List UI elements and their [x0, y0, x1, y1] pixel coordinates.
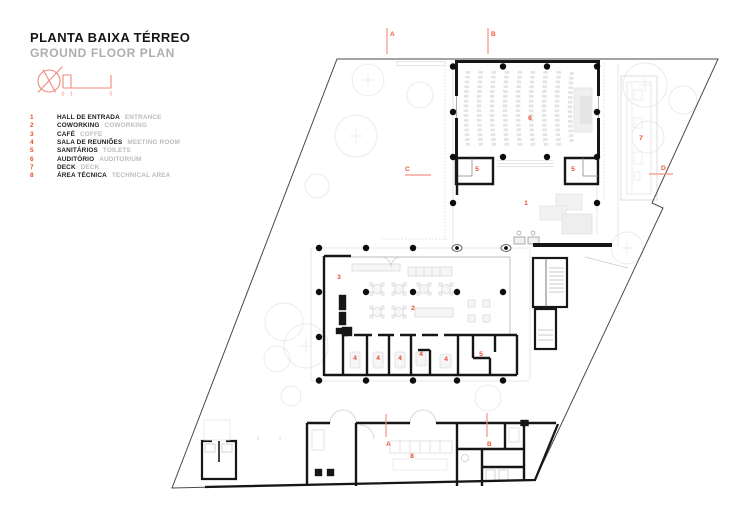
legend-num: 1	[30, 114, 34, 121]
room-label-meeting: 4	[419, 351, 423, 358]
hall-furniture	[513, 193, 593, 245]
site-boundary	[171, 58, 719, 489]
legend-row: 8 ÁREA TÉCNICA TECHNICAL AREA	[30, 172, 180, 180]
legend-name-en: ENTRANCE	[124, 114, 162, 121]
legend-row: 5 SANITÁRIOS TOILETS	[30, 147, 180, 155]
page-subtitle: GROUND FLOOR PLAN	[30, 46, 175, 60]
scale-tick-5: 5	[110, 92, 113, 98]
section-marker-a-top: A	[390, 31, 395, 38]
auditorium-seats	[463, 70, 575, 147]
scale-tick-0: 0	[62, 92, 65, 98]
legend-name-pt: SANITÁRIOS	[57, 147, 98, 155]
legend-name-en: TECHNICAL AREA	[111, 172, 171, 180]
meeting-tables	[349, 351, 452, 369]
room-label-meeting: 4	[444, 356, 448, 363]
legend-name-pt: ÁREA TÉCNICA	[57, 172, 107, 180]
hall-wall-bar	[533, 243, 612, 247]
toilet-room-right	[563, 156, 600, 186]
section-marker-d: D	[661, 165, 666, 172]
legend-num: 3	[30, 130, 34, 138]
legend: 1 HALL DE ENTRADA ENTRANCE 2 COWORKING COWOR…	[30, 114, 180, 181]
section-marker-b-bottom: B	[487, 441, 492, 448]
auditorium-steps	[497, 160, 553, 167]
legend-row: 3 CAFÉ COFFE	[30, 131, 180, 139]
section-marker-a-bottom: A	[386, 441, 391, 448]
room-label-meeting: 4	[353, 355, 357, 362]
round-table	[391, 305, 407, 319]
round-table	[416, 282, 432, 296]
legend-name-pt: CAFÉ	[57, 130, 75, 138]
page-title: PLANTA BAIXA TÉRREO	[30, 30, 191, 45]
setback-dashed-lines	[381, 62, 605, 240]
coworking-furniture	[351, 263, 491, 323]
legend-row: 4 SALA DE REUNIÕES MEETING ROOM	[30, 139, 180, 147]
room-label-hall: 1	[524, 200, 528, 207]
legend-num: 4	[30, 139, 34, 147]
faint-ref-2: 2	[257, 436, 260, 442]
legend-name-pt: COWORKING	[57, 122, 100, 130]
legend-num: 6	[30, 155, 34, 163]
room-labels: 1 2 3 4 4 4 4 4 5 5 5 6 7 8 2 1	[257, 115, 644, 460]
room-label-auditorium: 6	[528, 115, 532, 122]
room-label-technical: 8	[410, 453, 414, 460]
legend-name-pt: DECK	[57, 164, 76, 172]
section-markers: A B A B C D	[385, 28, 673, 448]
room-label-deck: 7	[639, 135, 643, 142]
legend-name-pt: SALA DE REUNIÕES	[57, 139, 123, 147]
faint-ref-1: 1	[279, 436, 282, 442]
deck	[620, 75, 658, 201]
technical-strip	[305, 419, 556, 486]
section-marker-b-top: B	[491, 31, 496, 38]
legend-name-en: MEETING ROOM	[127, 139, 180, 147]
round-table	[369, 282, 385, 296]
column-dots	[315, 63, 601, 384]
room-label-cafe: 3	[337, 274, 341, 281]
middle-block-walls	[322, 254, 519, 377]
legend-name-en: DECK	[80, 164, 100, 172]
round-table	[369, 305, 385, 319]
legend-name-en: AUDITORIUM	[99, 155, 142, 163]
trees	[263, 62, 698, 412]
legend-name-pt: HALL DE ENTRADA	[57, 114, 120, 121]
service-core	[531, 256, 569, 351]
legend-num: 8	[30, 172, 34, 180]
room-label-toilets: 5	[479, 351, 483, 358]
legend-row: 7 DECK DECK	[30, 164, 180, 172]
section-marker-c: C	[405, 166, 410, 173]
room-label-toilets: 5	[475, 166, 479, 173]
legend-num: 2	[30, 122, 34, 130]
title-block: PLANTA BAIXA TÉRREO GROUND FLOOR PLAN	[30, 30, 190, 60]
legend-name-en: TOILETS	[102, 147, 131, 155]
bottom-left-room	[200, 419, 238, 481]
legend-name-pt: AUDITÓRIO	[57, 155, 95, 163]
colonnade-lines	[310, 61, 629, 382]
legend-name-en: COWORKING	[104, 122, 148, 130]
room-label-meeting: 4	[398, 355, 402, 362]
north-arrow-icon	[37, 66, 63, 93]
encased-column	[451, 244, 512, 252]
legend-row: 1 HALL DE ENTRADA ENTRANCE	[30, 114, 180, 122]
legend-row: 6 AUDITÓRIO AUDITORIUM	[30, 156, 180, 164]
room-label-toilets: 5	[571, 166, 575, 173]
legend-num: 7	[30, 164, 34, 172]
room-label-meeting: 4	[376, 355, 380, 362]
room-label-coworking: 2	[411, 305, 415, 312]
round-table	[391, 282, 407, 296]
scale-bar: 0 1 5	[62, 74, 113, 98]
stage	[573, 87, 593, 133]
legend-row: 2 COWORKING COWORKING	[30, 122, 180, 130]
toilet-room-left	[454, 156, 495, 195]
round-table	[438, 282, 454, 296]
scale-tick-1: 1	[70, 92, 73, 98]
legend-num: 5	[30, 147, 34, 155]
legend-name-en: COFFE	[80, 130, 103, 138]
